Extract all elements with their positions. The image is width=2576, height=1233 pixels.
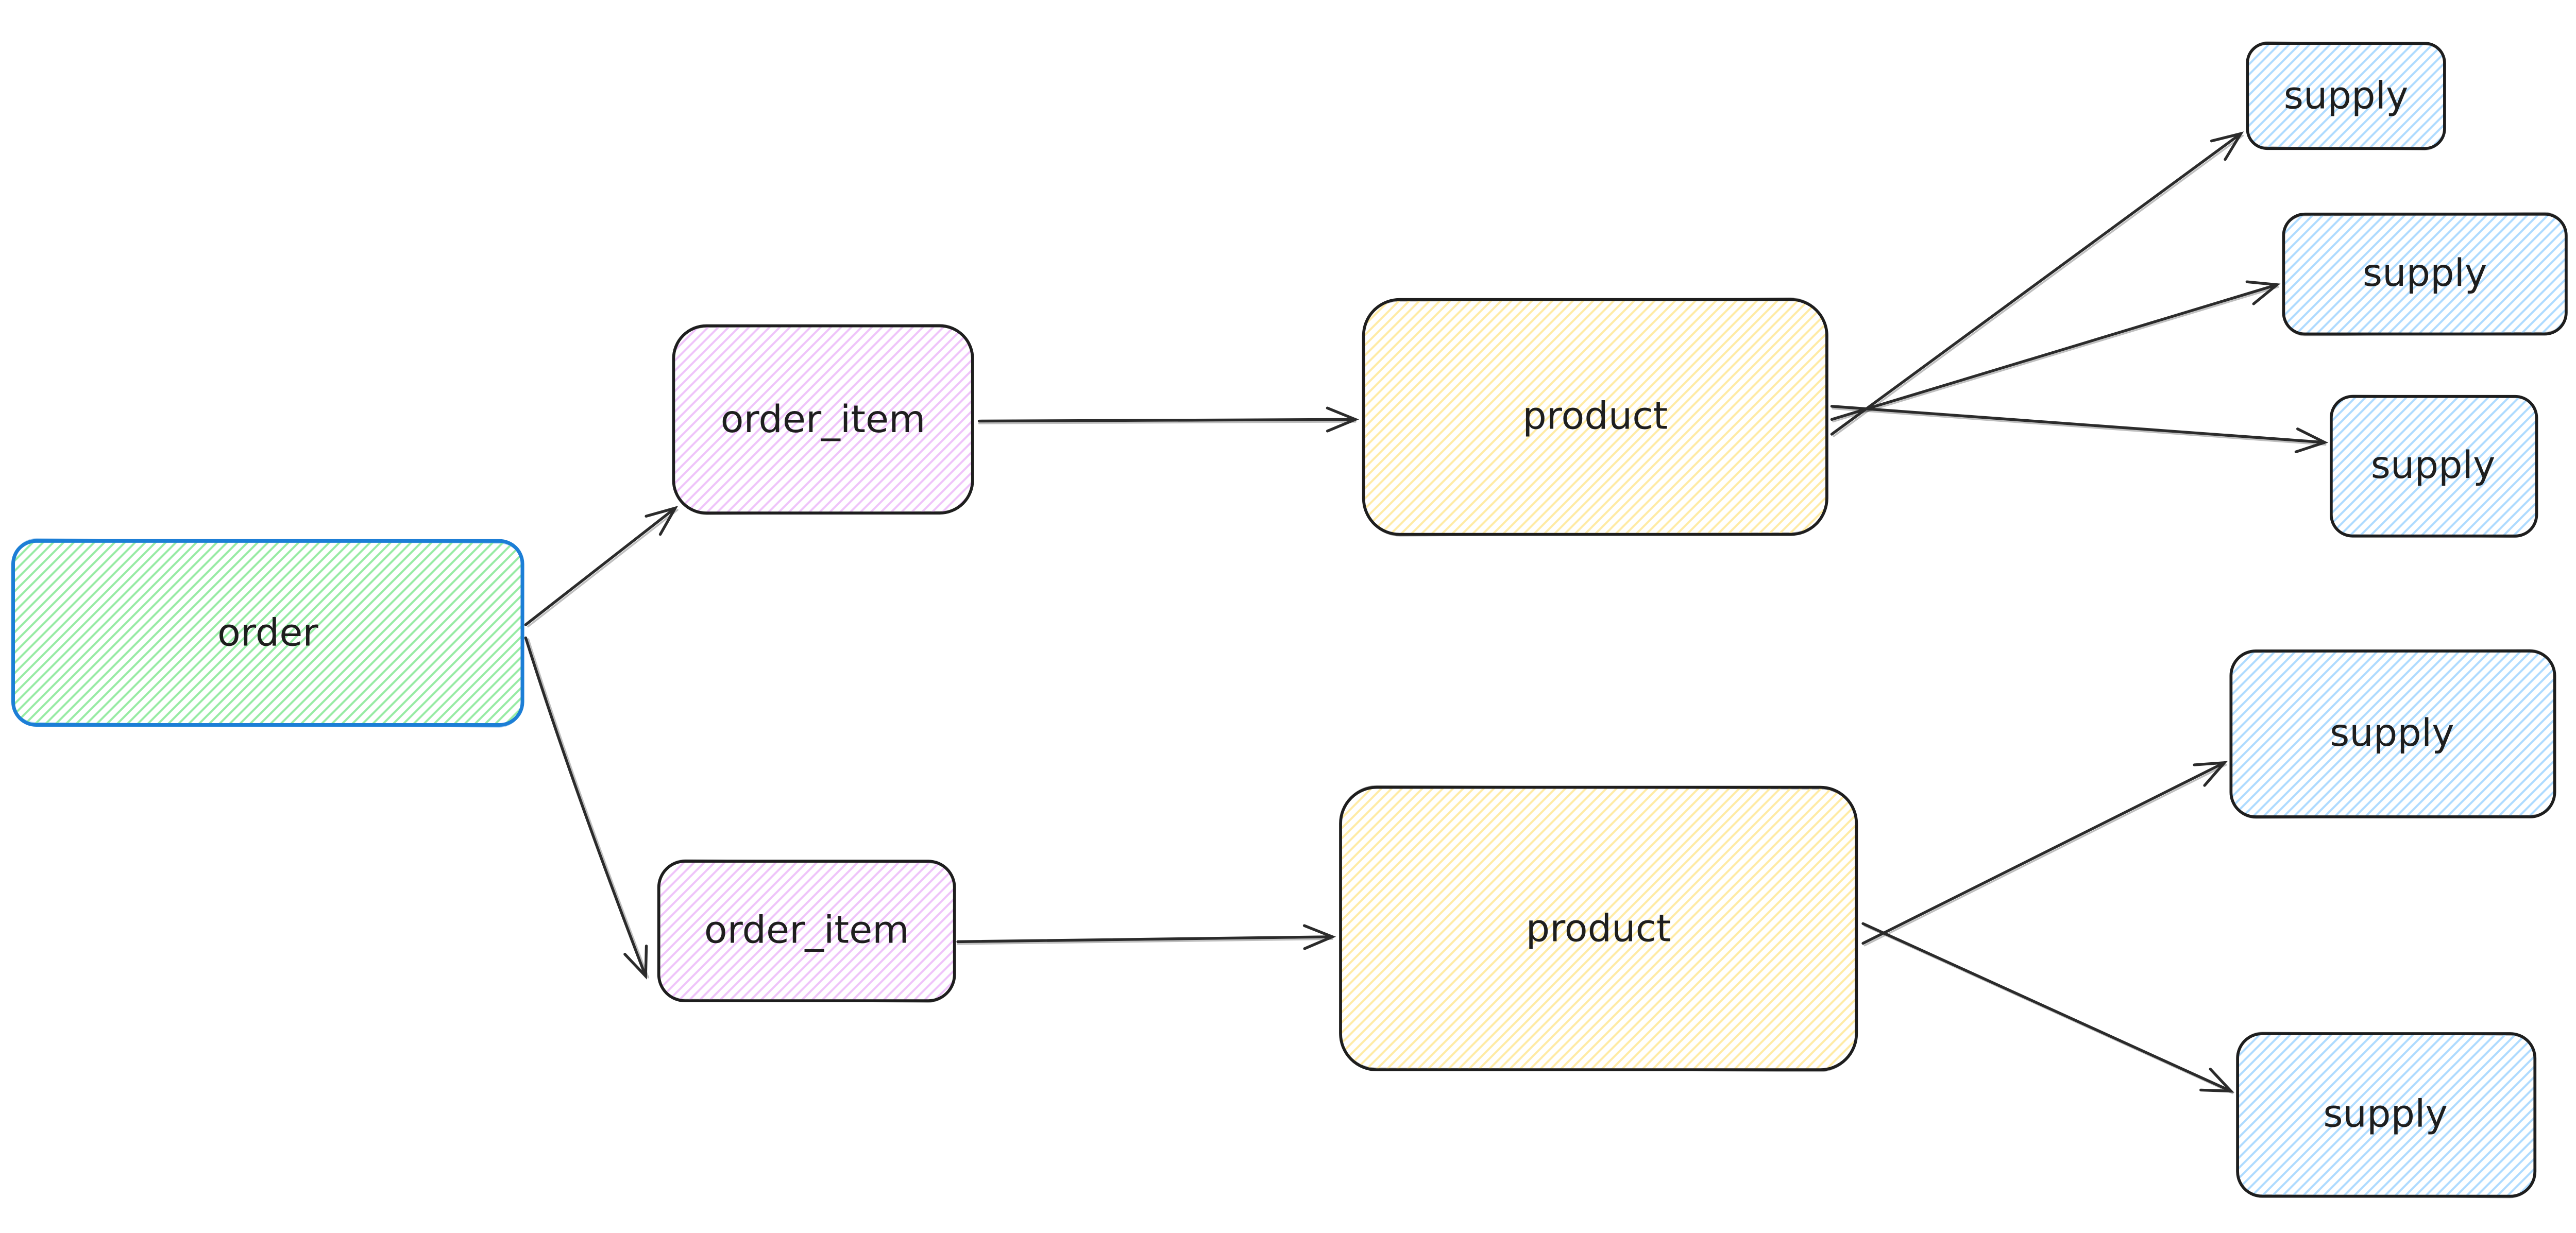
product-top-box-shape[interactable] xyxy=(1362,298,1828,536)
order-item-top-box-shape[interactable] xyxy=(672,324,974,515)
order-box-shape[interactable] xyxy=(11,539,524,727)
arrow-order-to-order-item-top[interactable] xyxy=(524,506,679,628)
node-order-item-bottom[interactable]: order_item xyxy=(657,859,956,1003)
supply-5-label: supply xyxy=(2323,1092,2448,1136)
arrow-line xyxy=(524,636,648,980)
node-order-item-top[interactable]: order_item xyxy=(672,323,974,515)
node-product-bottom[interactable]: product xyxy=(1339,785,1858,1072)
product-top-label: product xyxy=(1522,394,1668,438)
arrow-sketch-line xyxy=(527,638,650,979)
arrow-product-top-to-supply-1[interactable] xyxy=(1830,131,2244,437)
arrow-sketch-line xyxy=(978,421,1357,424)
arrow-line xyxy=(1861,922,2234,1093)
node-supply-1[interactable]: supply xyxy=(2246,41,2446,151)
arrow-line xyxy=(1861,761,2228,945)
supply-2-box-shape[interactable] xyxy=(2282,212,2568,336)
arrow-line xyxy=(1830,280,2281,421)
arrow-product-top-to-supply-2[interactable] xyxy=(1830,280,2281,423)
arrow-product-bottom-to-supply-5[interactable] xyxy=(1861,922,2234,1094)
supply-3-label: supply xyxy=(2371,443,2496,487)
arrow-line xyxy=(956,924,1336,950)
arrow-product-top-to-supply-3[interactable] xyxy=(1830,405,2329,453)
node-supply-5[interactable]: supply xyxy=(2236,1032,2537,1198)
supply-2-label: supply xyxy=(2363,251,2487,295)
product-bottom-box-shape[interactable] xyxy=(1339,785,1858,1071)
arrow-sketch-line xyxy=(1863,764,2227,947)
arrow-sketch-line xyxy=(1832,407,2327,446)
arrow-sketch-line xyxy=(957,938,1333,945)
supply-4-box-shape[interactable] xyxy=(2229,649,2556,818)
arrow-sketch-line xyxy=(1832,286,2279,423)
order-item-bottom-box-shape[interactable] xyxy=(657,860,956,1003)
order-item-top-label: order_item xyxy=(721,398,926,441)
supply-5-box-shape[interactable] xyxy=(2236,1032,2537,1198)
order-item-bottom-label: order_item xyxy=(704,909,909,952)
supply-4-label: supply xyxy=(2330,711,2454,755)
arrow-line xyxy=(977,406,1359,433)
node-product-top[interactable]: product xyxy=(1362,297,1828,537)
node-order[interactable]: order xyxy=(11,538,524,728)
arrow-order-item-top-to-product-top[interactable] xyxy=(977,406,1359,433)
arrow-sketch-line xyxy=(1833,134,2244,437)
supply-1-label: supply xyxy=(2284,74,2409,118)
product-bottom-label: product xyxy=(1526,906,1671,950)
arrow-product-bottom-to-supply-4[interactable] xyxy=(1861,761,2228,947)
arrow-line xyxy=(1830,405,2329,453)
arrow-order-to-order-item-bottom[interactable] xyxy=(524,636,650,980)
supply-1-box-shape[interactable] xyxy=(2246,42,2446,150)
node-supply-4[interactable]: supply xyxy=(2229,649,2556,819)
node-supply-3[interactable]: supply xyxy=(2330,395,2538,538)
arrow-line xyxy=(524,506,679,626)
supply-3-box-shape[interactable] xyxy=(2330,395,2538,538)
arrow-line xyxy=(1830,131,2244,436)
order-label: order xyxy=(217,611,318,655)
arrow-order-item-bottom-to-product-bottom[interactable] xyxy=(956,924,1336,950)
node-supply-2[interactable]: supply xyxy=(2282,212,2568,336)
